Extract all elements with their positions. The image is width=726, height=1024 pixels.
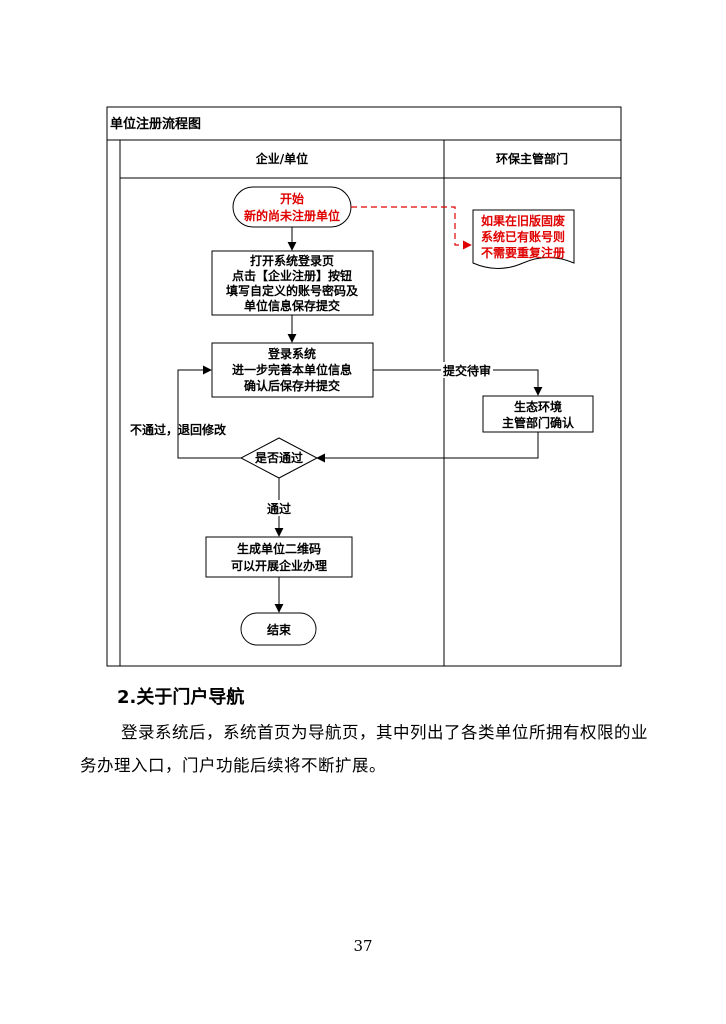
note-dashed-connector [351,206,472,250]
submit-label-bg [441,362,493,378]
step1-register-node: 打开系统登录页 点击【企业注册】按钮 填写自定义的账号密码及 单位信息保存提交 [211,250,374,316]
step1-line4: 单位信息保存提交 [244,298,340,313]
flowchart-frame [106,106,622,667]
step1-line3: 填写自定义的账号密码及 [226,283,359,298]
start-line2: 新的尚未注册单位 [244,208,340,223]
decision-node: 是否通过 [239,437,319,479]
pass-label-bg [262,500,296,516]
step2-complete-info-node: 登录系统 进一步完善本单位信息 确认后保存并提交 [211,342,374,398]
step2-line1: 登录系统 [267,346,316,361]
registration-flowchart: 单位注册流程图 企业/单位 环保主管部门 开始 新的尚未注册单位 如果在旧版固废… [106,106,622,667]
page-number: 37 [353,937,373,955]
decision-label: 是否通过 [254,450,303,465]
lane-enterprise-header: 企业/单位 [255,151,308,166]
step2-line3: 确认后保存并提交 [244,378,340,393]
arrow-review-to-decision [316,432,539,463]
review-line1: 生态环境 [514,399,562,414]
section-heading: 2.关于门户导航 [117,687,245,708]
note-line2: 系统已有账号则 [481,229,565,244]
end-node: 结束 [240,612,317,646]
submit-label: 提交待审 [443,363,491,378]
lane-authority-header: 环保主管部门 [496,151,568,166]
flowchart-title: 单位注册流程图 [110,116,201,132]
step3-qrcode-node: 生成单位二维码 可以开展企业办理 [205,536,353,578]
step2-line2: 进一步完善本单位信息 [232,362,352,377]
step1-line1: 打开系统登录页 [250,253,334,268]
reject-label: 不通过，退回修改 [130,422,227,437]
arrow-reject-loop [177,365,241,459]
note-line3: 不需要重复注册 [481,245,565,260]
end-label: 结束 [267,622,292,637]
step3-line2: 可以开展企业办理 [231,558,327,573]
step1-line2: 点击【企业注册】按钮 [232,268,352,283]
note-existing-account: 如果在旧版固废 系统已有账号则 不需要重复注册 [472,209,575,269]
step3-line1: 生成单位二维码 [237,541,321,556]
pass-label: 通过 [267,501,291,516]
arrow-submit-to-review [373,369,543,396]
start-line1: 开始 [280,191,304,206]
review-line2: 主管部门确认 [502,415,575,430]
start-node: 开始 新的尚未注册单位 [232,186,352,228]
note-line1: 如果在旧版固废 [481,213,565,228]
section-paragraph: 登录系统后，系统首页为导航页，其中列出了各类单位所拥有权限的业务办理入口，门户功… [80,723,648,775]
review-node: 生态环境 主管部门确认 [482,395,594,433]
